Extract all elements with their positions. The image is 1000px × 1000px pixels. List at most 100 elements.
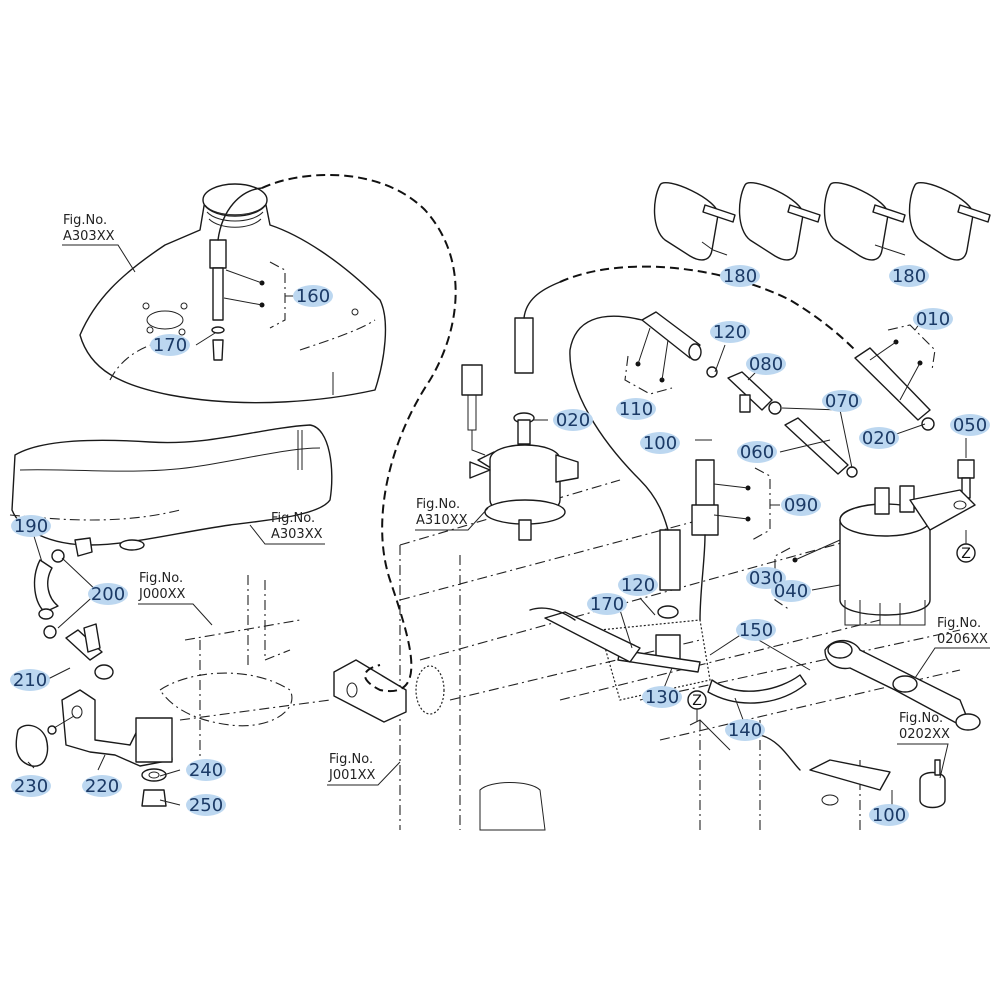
callout-bubble[interactable] xyxy=(737,441,777,463)
callout-bubble[interactable] xyxy=(746,353,786,375)
part-callout-130[interactable]: 130 xyxy=(642,686,682,708)
part-callout-140[interactable]: 140 xyxy=(725,719,765,741)
callout-label[interactable]: 180 xyxy=(892,266,926,287)
part-callout-010[interactable]: 010 xyxy=(913,308,953,330)
part-callout-070[interactable]: 070 xyxy=(822,390,862,412)
callout-bubble[interactable] xyxy=(710,321,750,343)
callout-label[interactable]: 130 xyxy=(645,687,679,708)
part-callout-120[interactable]: 120 xyxy=(618,574,658,596)
part-callout-250[interactable]: 250 xyxy=(186,794,226,816)
callout-bubble[interactable] xyxy=(771,580,811,602)
fig-ref-number[interactable]: 0202XX xyxy=(899,727,950,742)
callout-label[interactable]: 020 xyxy=(556,410,590,431)
callout-bubble[interactable] xyxy=(869,804,909,826)
callout-bubble[interactable] xyxy=(88,583,128,605)
callout-label[interactable]: 010 xyxy=(916,309,950,330)
part-callout-180[interactable]: 180 xyxy=(720,265,760,287)
callout-label[interactable]: 080 xyxy=(749,354,783,375)
part-callout-150[interactable]: 150 xyxy=(736,619,776,641)
part-callout-060[interactable]: 060 xyxy=(737,441,777,463)
callout-label[interactable]: 070 xyxy=(825,391,859,412)
part-callout-200[interactable]: 200 xyxy=(88,583,128,605)
callout-bubble[interactable] xyxy=(186,759,226,781)
fig-ref[interactable]: Fig.No. A303XX xyxy=(62,213,136,273)
callout-label[interactable]: 110 xyxy=(619,399,653,420)
fig-ref-number[interactable]: J001XX xyxy=(328,768,376,783)
part-callout-230[interactable]: 230 xyxy=(11,775,51,797)
part-callout-170[interactable]: 170 xyxy=(150,334,190,356)
callout-bubble[interactable] xyxy=(725,719,765,741)
fig-ref[interactable]: Fig.No. A310XX xyxy=(415,497,489,531)
callout-label[interactable]: 120 xyxy=(621,575,655,596)
callout-label[interactable]: 040 xyxy=(774,581,808,602)
callout-label[interactable]: 220 xyxy=(85,776,119,797)
callout-bubble[interactable] xyxy=(82,775,122,797)
part-callout-040[interactable]: 040 xyxy=(771,580,811,602)
callout-label[interactable]: 140 xyxy=(728,720,762,741)
callout-label[interactable]: 230 xyxy=(14,776,48,797)
callout-bubble[interactable] xyxy=(889,265,929,287)
part-callout-020[interactable]: 020 xyxy=(553,409,593,431)
part-callout-210[interactable]: 210 xyxy=(10,669,50,691)
callout-bubble[interactable] xyxy=(11,775,51,797)
fig-ref-number[interactable]: 0206XX xyxy=(937,632,988,647)
fig-ref-number[interactable]: J000XX xyxy=(138,587,186,602)
part-callout-110[interactable]: 110 xyxy=(616,398,656,420)
fig-ref-number[interactable]: A303XX xyxy=(271,527,323,542)
callout-label[interactable]: 240 xyxy=(189,760,223,781)
callout-label[interactable]: 100 xyxy=(643,433,677,454)
callout-bubble[interactable] xyxy=(616,398,656,420)
callout-label[interactable]: 090 xyxy=(784,495,818,516)
part-callout-100[interactable]: 100 xyxy=(869,804,909,826)
callout-label[interactable]: 180 xyxy=(723,266,757,287)
callout-label[interactable]: 250 xyxy=(189,795,223,816)
callout-bubble[interactable] xyxy=(553,409,593,431)
part-callout-180[interactable]: 180 xyxy=(889,265,929,287)
part-callout-170[interactable]: 170 xyxy=(587,593,627,615)
callout-bubble[interactable] xyxy=(640,432,680,454)
callout-bubble[interactable] xyxy=(618,574,658,596)
part-callout-020[interactable]: 020 xyxy=(859,427,899,449)
part-callout-190[interactable]: 190 xyxy=(11,515,51,537)
callout-label[interactable]: 160 xyxy=(296,286,330,307)
callout-label[interactable]: 020 xyxy=(862,428,896,449)
part-callout-100[interactable]: 100 xyxy=(640,432,680,454)
callout-label[interactable]: 060 xyxy=(740,442,774,463)
fig-ref[interactable]: Fig.No. A303XX xyxy=(249,511,325,545)
callout-label[interactable]: 030 xyxy=(749,568,783,589)
callout-label[interactable]: 120 xyxy=(713,322,747,343)
callout-bubble[interactable] xyxy=(859,427,899,449)
callout-label[interactable]: 150 xyxy=(739,620,773,641)
callout-bubble[interactable] xyxy=(11,515,51,537)
fig-ref-number[interactable]: A310XX xyxy=(416,513,468,528)
callout-bubble[interactable] xyxy=(642,686,682,708)
callout-bubble[interactable] xyxy=(10,669,50,691)
part-callout-090[interactable]: 090 xyxy=(781,494,821,516)
callout-bubble[interactable] xyxy=(822,390,862,412)
callout-bubble[interactable] xyxy=(720,265,760,287)
callout-bubble[interactable] xyxy=(736,619,776,641)
callout-bubble[interactable] xyxy=(746,567,786,589)
part-callout-240[interactable]: 240 xyxy=(186,759,226,781)
callout-label[interactable]: 200 xyxy=(91,584,125,605)
callout-label[interactable]: 100 xyxy=(872,805,906,826)
part-callout-160[interactable]: 160 xyxy=(293,285,333,307)
fig-ref-number[interactable]: A303XX xyxy=(63,229,115,244)
part-callout-030[interactable]: 030 xyxy=(746,567,786,589)
part-callout-220[interactable]: 220 xyxy=(82,775,122,797)
callout-bubble[interactable] xyxy=(150,334,190,356)
callout-bubble[interactable] xyxy=(781,494,821,516)
callout-label[interactable]: 170 xyxy=(590,594,624,615)
callout-label[interactable]: 210 xyxy=(13,670,47,691)
callout-bubble[interactable] xyxy=(950,414,990,436)
callout-bubble[interactable] xyxy=(293,285,333,307)
callout-bubble[interactable] xyxy=(186,794,226,816)
part-callout-080[interactable]: 080 xyxy=(746,353,786,375)
fig-ref[interactable]: Fig.No. 0202XX xyxy=(897,711,950,779)
callout-label[interactable]: 190 xyxy=(14,516,48,537)
callout-label[interactable]: 170 xyxy=(153,335,187,356)
callout-label[interactable]: 050 xyxy=(953,415,987,436)
fig-ref[interactable]: Fig.No. J000XX xyxy=(138,571,213,626)
part-callout-050[interactable]: 050 xyxy=(950,414,990,436)
callout-bubble[interactable] xyxy=(587,593,627,615)
